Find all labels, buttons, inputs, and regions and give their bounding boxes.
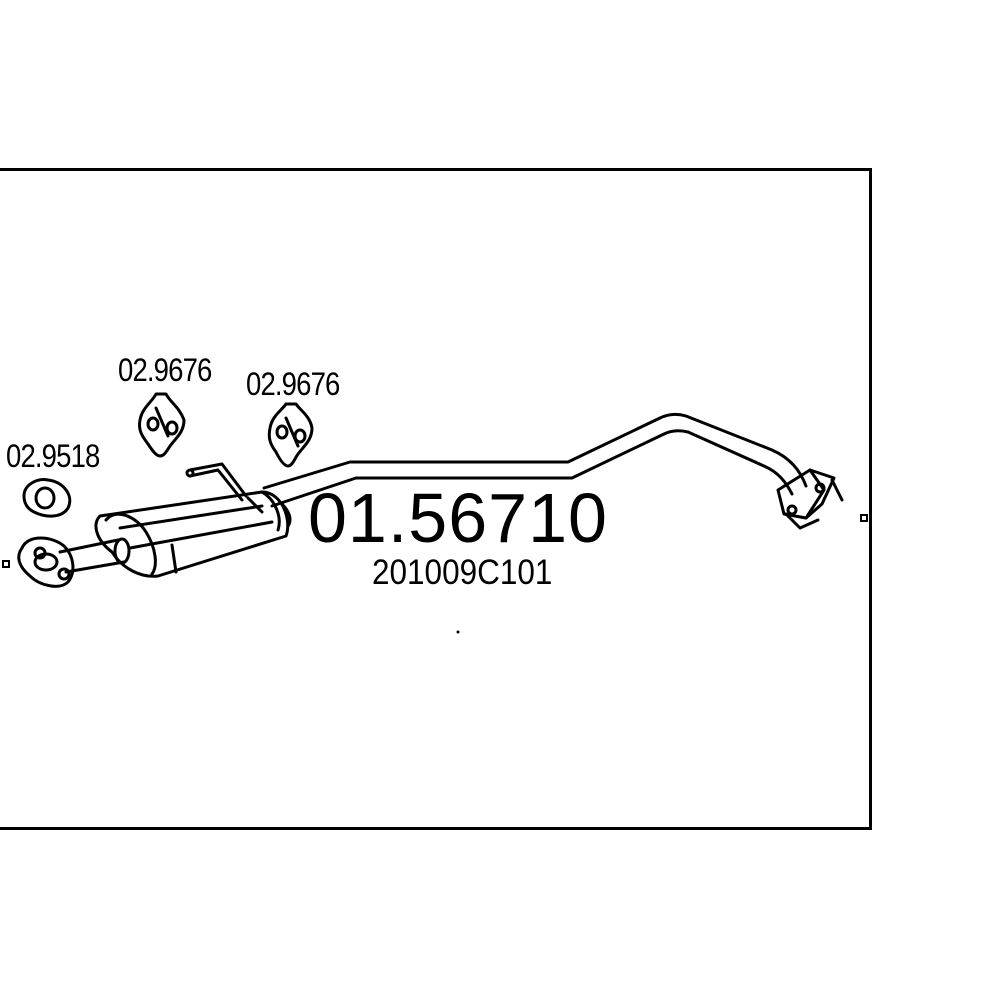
hanger-part-number: 02.9676 [118, 352, 212, 388]
rubber-hanger-icon [267, 402, 314, 468]
drawing-frame [0, 168, 872, 830]
rubber-hanger-icon [138, 392, 186, 458]
inlet-flange [17, 536, 75, 588]
main-part-number: 01.56710 [308, 479, 608, 557]
right-edge-marker [860, 514, 868, 522]
hanger-part-number: 02.9676 [246, 366, 340, 402]
connecting-pipe [262, 412, 808, 528]
left-edge-marker [2, 560, 10, 568]
silencer-body [94, 490, 290, 578]
outlet-flange [776, 468, 844, 530]
silencer-hanger-bracket [185, 462, 264, 514]
oe-reference-number: 201009C101 [372, 553, 553, 592]
gasket-ring-icon [22, 478, 72, 518]
speck-dot [456, 630, 460, 634]
gasket-part-number: 02.9518 [6, 438, 100, 474]
